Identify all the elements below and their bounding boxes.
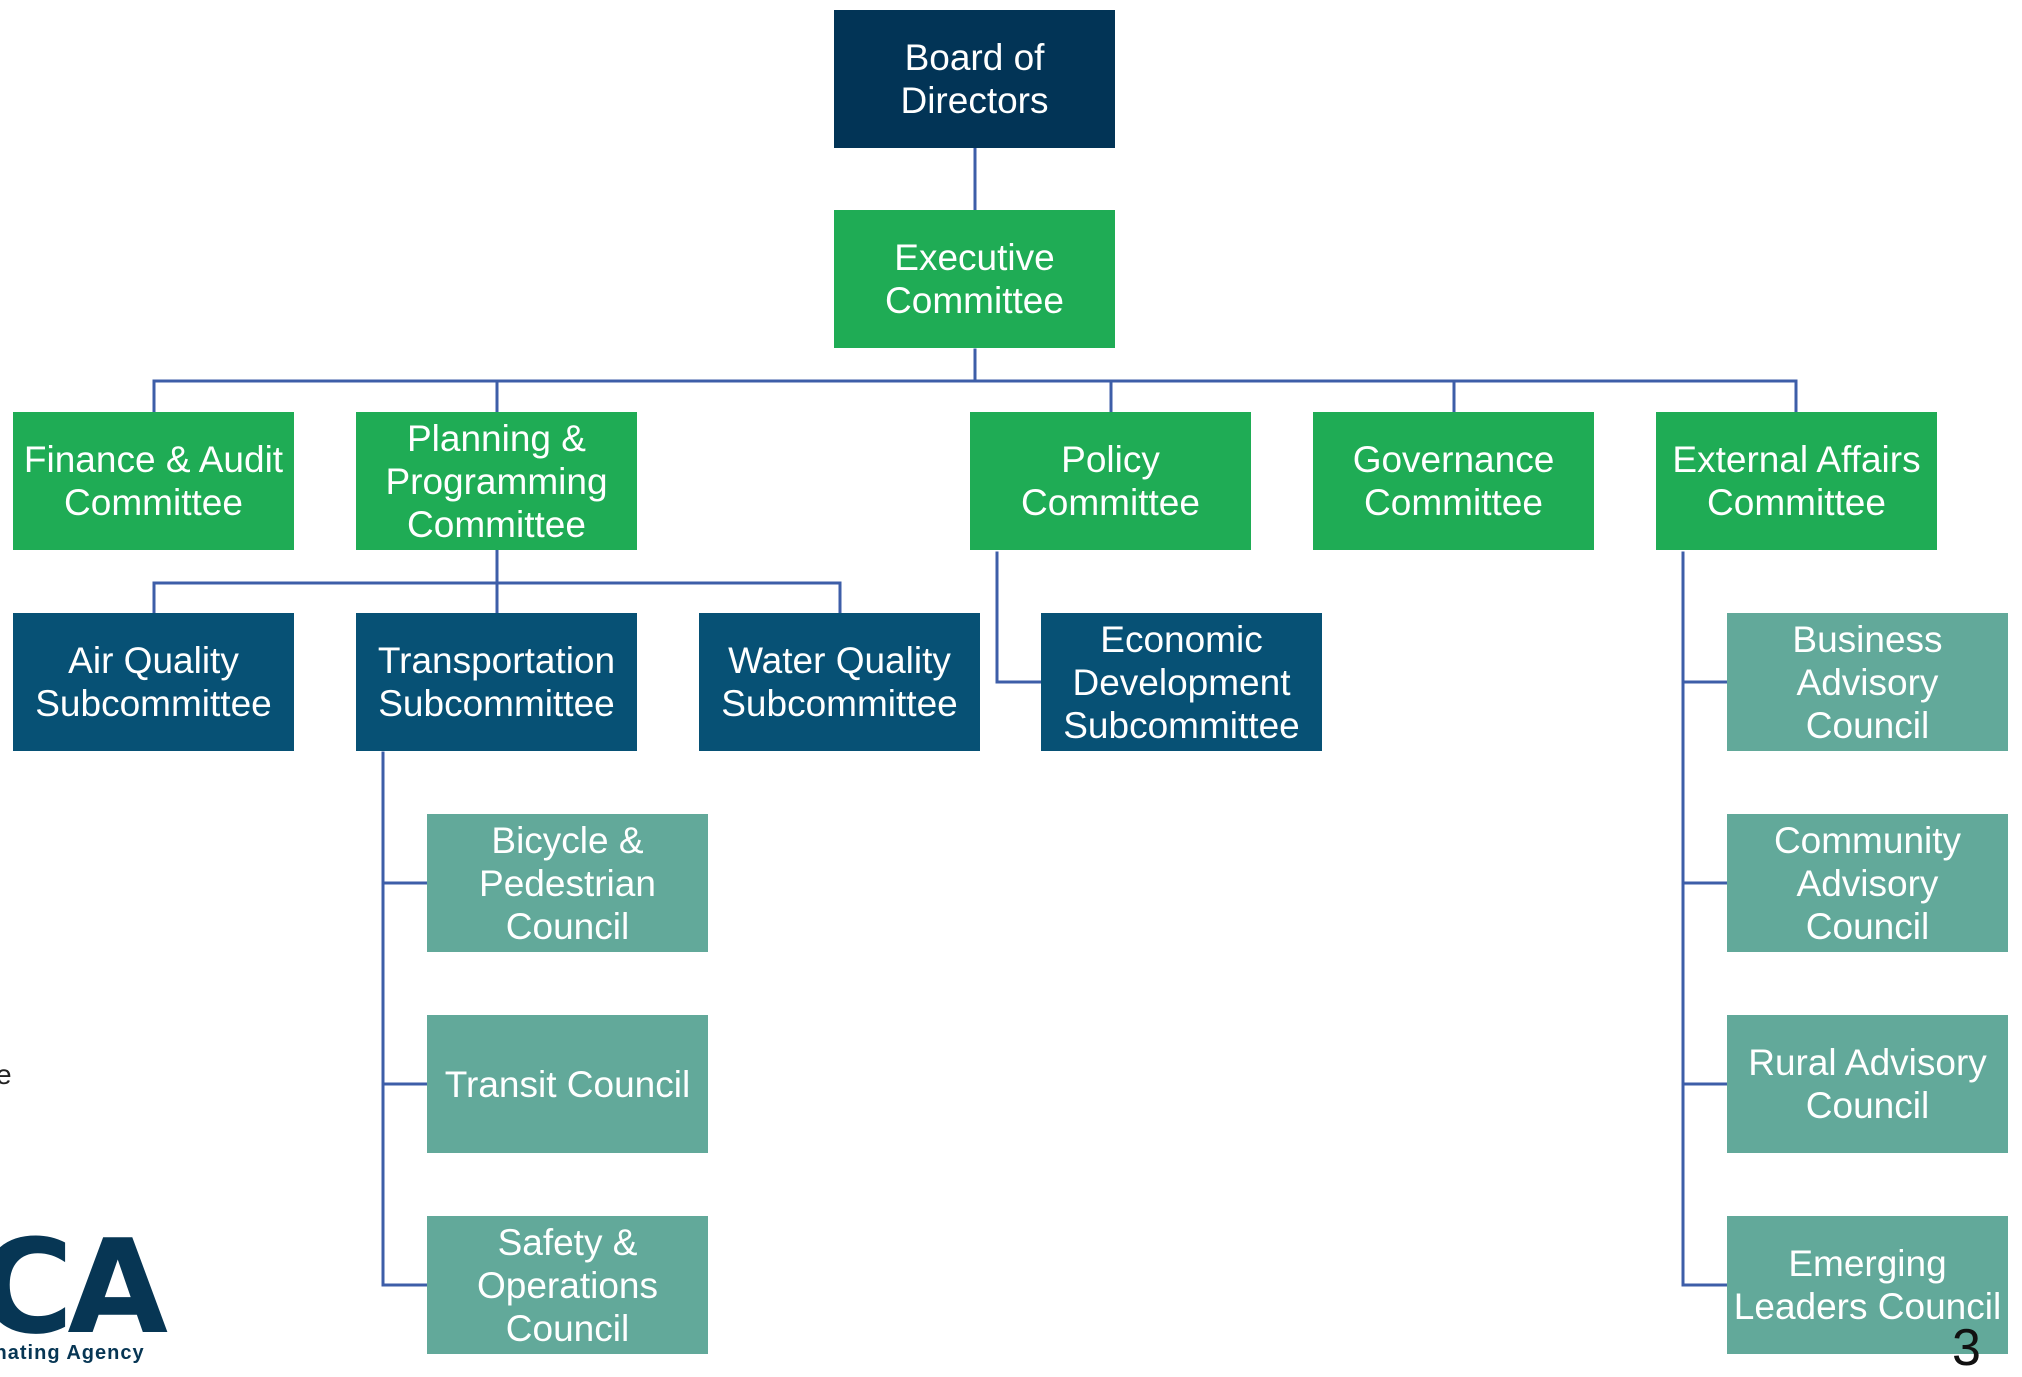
cropped-text-fragment: e <box>0 1059 12 1090</box>
business-advisory-council-box: Business Advisory Council <box>1727 613 2008 751</box>
transit-council-box: Transit Council <box>427 1015 708 1153</box>
finance-audit-committee-box: Finance & Audit Committee <box>13 412 294 550</box>
emerging-leaders-council-box: Emerging Leaders Council <box>1727 1216 2008 1354</box>
agency-logo: CA inating Agency <box>0 1222 168 1364</box>
external-affairs-committee-box: External Affairs Committee <box>1656 412 1937 550</box>
planning-programming-committee-box: Planning & Programming Committee <box>356 412 637 550</box>
air-quality-subcommittee-box: Air Quality Subcommittee <box>13 613 294 751</box>
safety-operations-council-box: Safety & Operations Council <box>427 1216 708 1354</box>
rural-advisory-council-box: Rural Advisory Council <box>1727 1015 2008 1153</box>
governance-committee-box: Governance Committee <box>1313 412 1594 550</box>
community-advisory-council-box: Community Advisory Council <box>1727 814 2008 952</box>
board-of-directors-box: Board of Directors <box>834 10 1115 148</box>
policy-committee-box: Policy Committee <box>970 412 1251 550</box>
logo-tagline: inating Agency <box>0 1342 145 1364</box>
page-number: 3 <box>1952 1319 1981 1377</box>
executive-committee-box: Executive Committee <box>834 210 1115 348</box>
logo-letters: CA <box>0 1211 168 1363</box>
water-quality-subcommittee-box: Water Quality Subcommittee <box>699 613 980 751</box>
economic-development-subcommittee-box: Economic Development Subcommittee <box>1041 613 1322 751</box>
bicycle-pedestrian-council-box: Bicycle & Pedestrian Council <box>427 814 708 952</box>
transportation-subcommittee-box: Transportation Subcommittee <box>356 613 637 751</box>
